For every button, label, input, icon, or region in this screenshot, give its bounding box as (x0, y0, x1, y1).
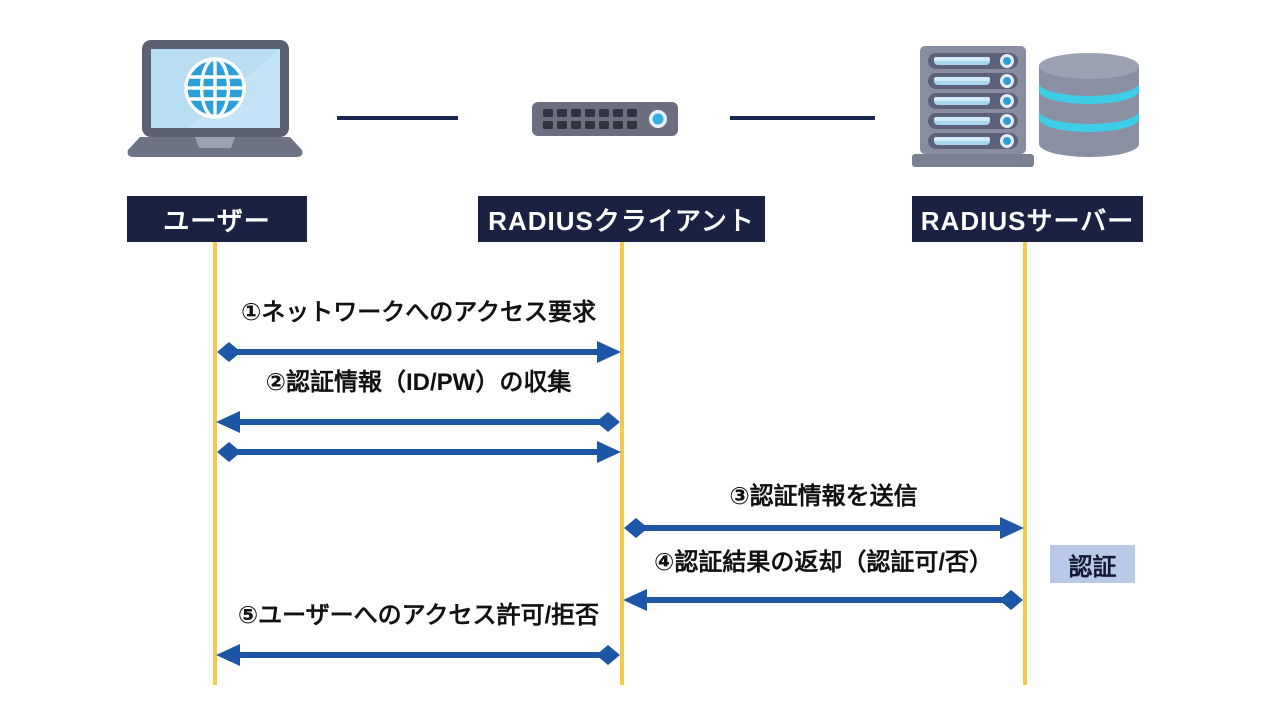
auth-note-badge: 認証 (1050, 545, 1135, 583)
message-3-arrow-right (624, 517, 1024, 539)
message-2-label: ②認証情報（ID/PW）の収集 (265, 369, 572, 396)
network-link-line-right (730, 116, 875, 120)
server-database-icon (912, 46, 1139, 167)
actor-label-radius-client: RADIUSクライアント (478, 196, 765, 242)
message-3-label: ③認証情報を送信 (729, 483, 918, 510)
message-1-label: ①ネットワークへのアクセス要求 (240, 299, 597, 326)
message-4-label: ④認証結果の返却（認証可/否） (654, 549, 993, 576)
actor-label-radius-server: RADIUSサーバー (912, 196, 1143, 242)
message-5-label: ⑤ユーザーへのアクセス許可/拒否 (237, 602, 600, 629)
lifeline-user (213, 242, 217, 685)
message-2-arrow-left (216, 411, 620, 433)
actor-label-user: ユーザー (127, 196, 307, 242)
message-1-arrow-right (217, 341, 621, 363)
message-4-arrow-left (623, 589, 1023, 611)
laptop-globe-icon (127, 40, 303, 157)
actor-label-radius-client-text: RADIUSクライアント (488, 205, 755, 236)
network-switch-icon (532, 102, 678, 136)
actor-label-radius-server-text: RADIUSサーバー (920, 205, 1135, 236)
message-5-arrow-left (216, 644, 620, 666)
actor-label-user-text: ユーザー (163, 205, 271, 236)
auth-note-text: 認証 (1068, 553, 1117, 581)
lifeline-radius-server (1023, 242, 1027, 685)
network-link-line-left (337, 116, 458, 120)
lifeline-radius-client (620, 242, 624, 685)
message-2-arrow-right (217, 441, 621, 463)
